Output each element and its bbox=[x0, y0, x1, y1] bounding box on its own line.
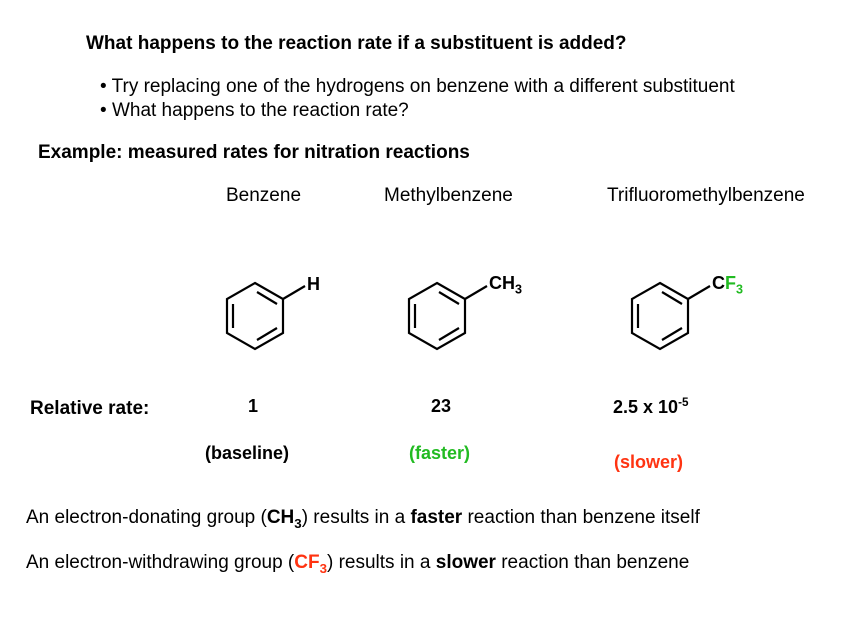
substituent-h: H bbox=[307, 274, 320, 294]
statement-donating: An electron-donating group (CH3) results… bbox=[26, 507, 700, 531]
relative-rate-label: Relative rate: bbox=[30, 398, 150, 419]
note-slower: (slower) bbox=[614, 452, 684, 472]
substituent-ch3: CH3 bbox=[489, 273, 523, 297]
bullet-item: • Try replacing one of the hydrogens on … bbox=[100, 76, 735, 97]
methylbenzene-structure: CH3 bbox=[395, 268, 545, 368]
rate-trifluoromethylbenzene: 2.5 x 10-5 bbox=[613, 396, 689, 417]
compound-name-methylbenzene: Methylbenzene bbox=[384, 185, 513, 206]
note-baseline: (baseline) bbox=[205, 443, 290, 463]
benzene-ring-icon bbox=[630, 281, 711, 351]
bullet-icon: • bbox=[100, 76, 107, 97]
statement-withdrawing: An electron-withdrawing group (CF3) resu… bbox=[26, 552, 690, 576]
benzene-ring-icon bbox=[407, 281, 488, 351]
substituent-cf3: CF3 bbox=[712, 273, 744, 297]
compound-name-trifluoromethylbenzene: Trifluoromethylbenzene bbox=[607, 185, 805, 206]
bullet-item: • What happens to the reaction rate? bbox=[100, 100, 409, 121]
rate-benzene: 1 bbox=[248, 396, 259, 416]
benzene-ring-icon bbox=[225, 281, 306, 351]
slide-title: What happens to the reaction rate if a s… bbox=[86, 33, 627, 54]
trifluoromethylbenzene-structure: CF3 bbox=[620, 268, 780, 368]
note-faster: (faster) bbox=[409, 443, 471, 463]
rate-methylbenzene: 23 bbox=[431, 396, 452, 416]
compound-name-benzene: Benzene bbox=[226, 185, 302, 206]
benzene-structure: H bbox=[215, 268, 335, 368]
example-heading: Example: measured rates for nitration re… bbox=[38, 142, 470, 163]
bullet-icon: • bbox=[100, 100, 107, 121]
